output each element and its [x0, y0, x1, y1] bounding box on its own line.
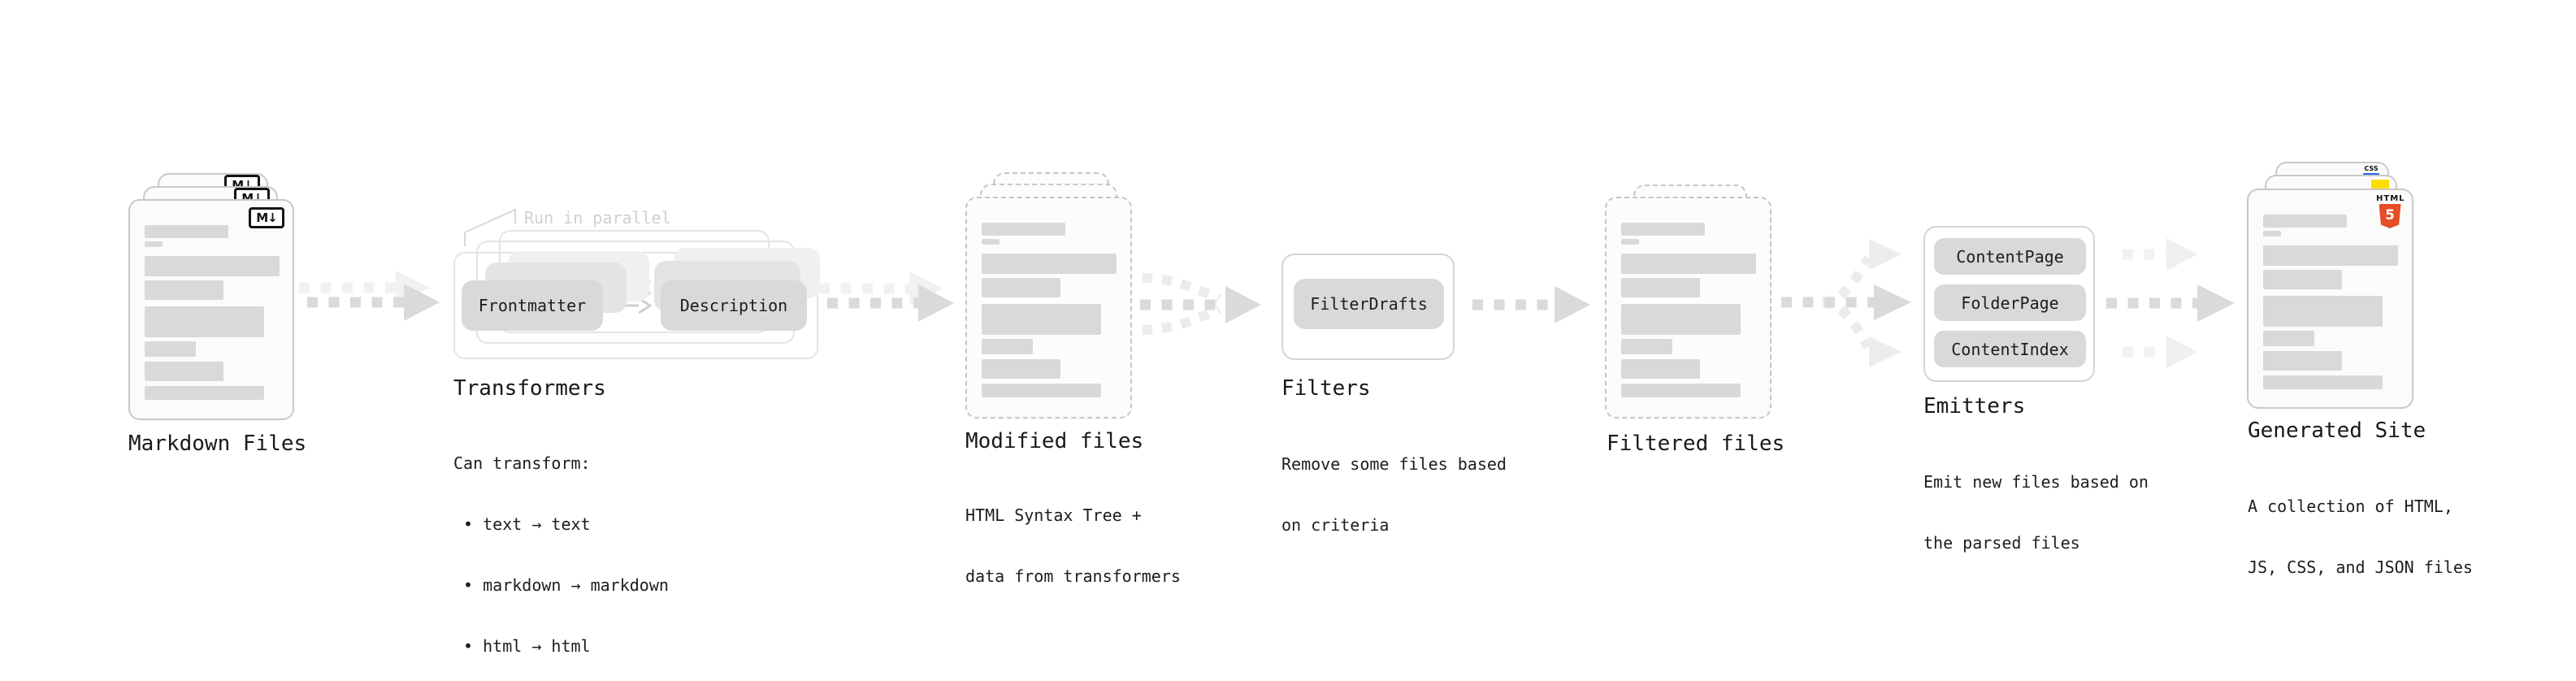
- generated-site-description: A collection of HTML, JS, CSS, and JSON …: [2248, 456, 2473, 618]
- skeleton-line: [1621, 384, 1741, 397]
- transformers-sub-line: • html → html: [453, 636, 591, 656]
- filters-sub-line: on criteria: [1281, 515, 1390, 535]
- html5-icon-word: HTML: [2376, 194, 2405, 203]
- markdown-file-card: M↓: [128, 199, 294, 420]
- html5-icon-shield: 5: [2379, 204, 2401, 228]
- markdown-icon: M↓: [249, 207, 284, 228]
- css-icon-text: CSS: [2364, 165, 2379, 172]
- skeleton-line: [2263, 375, 2383, 389]
- filtered-file-card: [1605, 197, 1772, 419]
- generated-sub-line: A collection of HTML,: [2248, 497, 2453, 516]
- emitters-sub-line: the parsed files: [1923, 533, 2080, 553]
- folderpage-chip: FolderPage: [1934, 284, 2086, 321]
- emitters-label: Emitters: [1923, 394, 2026, 419]
- skeleton-line: [2263, 331, 2314, 346]
- transformers-description: Can transform: • text → text • markdown …: [453, 413, 669, 681]
- skeleton-line: [1621, 339, 1672, 354]
- skeleton-line: [982, 339, 1033, 354]
- generated-file-card: HTML 5: [2247, 189, 2413, 409]
- skeleton-line: [982, 254, 1117, 274]
- run-in-parallel-leader: [464, 208, 516, 246]
- skeleton-line: [145, 256, 280, 276]
- skeleton-line: [982, 223, 1065, 236]
- transformers-label: Transformers: [453, 376, 606, 401]
- skeleton-line: [2263, 215, 2347, 228]
- emitters-sub-line: Emit new files based on: [1923, 472, 2149, 492]
- arrow-filters-to-filtered: [1472, 286, 1590, 323]
- filters-label: Filters: [1281, 376, 1371, 401]
- css-icon-underline: [2363, 173, 2379, 176]
- skeleton-line: [1621, 239, 1639, 245]
- skeleton-line: [2263, 296, 2383, 327]
- transformers-sub-line: • markdown → markdown: [453, 575, 669, 595]
- skeleton-line: [2263, 351, 2342, 371]
- skeleton-line: [145, 241, 163, 247]
- skeleton-line: [982, 239, 1000, 245]
- skeleton-line: [145, 341, 196, 357]
- transformers-sub-line: Can transform:: [453, 453, 591, 473]
- html5-icon: HTML 5: [2376, 194, 2405, 228]
- skeleton-line: [982, 278, 1060, 297]
- arrow-modified-to-filters-merge: [1140, 273, 1261, 335]
- arrow-transformers-to-modified: [819, 271, 954, 322]
- contentindex-chip: ContentIndex: [1934, 331, 2086, 367]
- skeleton-line: [145, 362, 223, 381]
- arrow-markdown-to-transformers: [299, 271, 440, 321]
- filters-sub-line: Remove some files based: [1281, 454, 1507, 474]
- description-chip: Description: [661, 280, 807, 331]
- skeleton-line: [2263, 231, 2281, 236]
- transformers-sub-line: • text → text: [453, 514, 591, 534]
- modified-sub-line: HTML Syntax Tree +: [965, 505, 1142, 525]
- modified-sub-line: data from transformers: [965, 566, 1181, 586]
- arrow-emitters-to-generated-trio: [2106, 238, 2235, 368]
- emitters-description: Emit new files based on the parsed files: [1923, 432, 2149, 594]
- skeleton-line: [982, 304, 1101, 335]
- filters-description: Remove some files based on criteria: [1281, 414, 1507, 576]
- filtered-files-label: Filtered files: [1607, 432, 1785, 456]
- skeleton-line: [145, 280, 223, 300]
- modified-file-card: [965, 197, 1132, 419]
- skeleton-line: [982, 359, 1060, 379]
- skeleton-line: [1621, 254, 1756, 274]
- frontmatter-chip: Frontmatter: [462, 280, 603, 331]
- skeleton-line: [145, 386, 264, 400]
- modified-files-label: Modified files: [965, 429, 1144, 453]
- skeleton-line: [145, 306, 264, 337]
- arrow-filtered-to-emitters-fanout: [1781, 239, 1911, 367]
- skeleton-line: [2263, 245, 2398, 266]
- modified-files-description: HTML Syntax Tree + data from transformer…: [965, 465, 1181, 627]
- skeleton-line: [982, 384, 1101, 397]
- generated-sub-line: JS, CSS, and JSON files: [2248, 557, 2473, 577]
- skeleton-line: [1621, 278, 1700, 297]
- skeleton-line: [1621, 223, 1705, 236]
- generated-site-label: Generated Site: [2248, 419, 2426, 443]
- contentpage-chip: ContentPage: [1934, 238, 2086, 275]
- skeleton-line: [1621, 359, 1700, 379]
- skeleton-line: [145, 225, 228, 238]
- filterdrafts-chip: FilterDrafts: [1294, 279, 1444, 329]
- run-in-parallel-note: Run in parallel: [524, 208, 671, 228]
- skeleton-line: [2263, 270, 2342, 289]
- markdown-files-label: Markdown Files: [128, 432, 307, 456]
- skeleton-line: [1621, 304, 1741, 335]
- css-file-icon: CSS: [2363, 166, 2379, 176]
